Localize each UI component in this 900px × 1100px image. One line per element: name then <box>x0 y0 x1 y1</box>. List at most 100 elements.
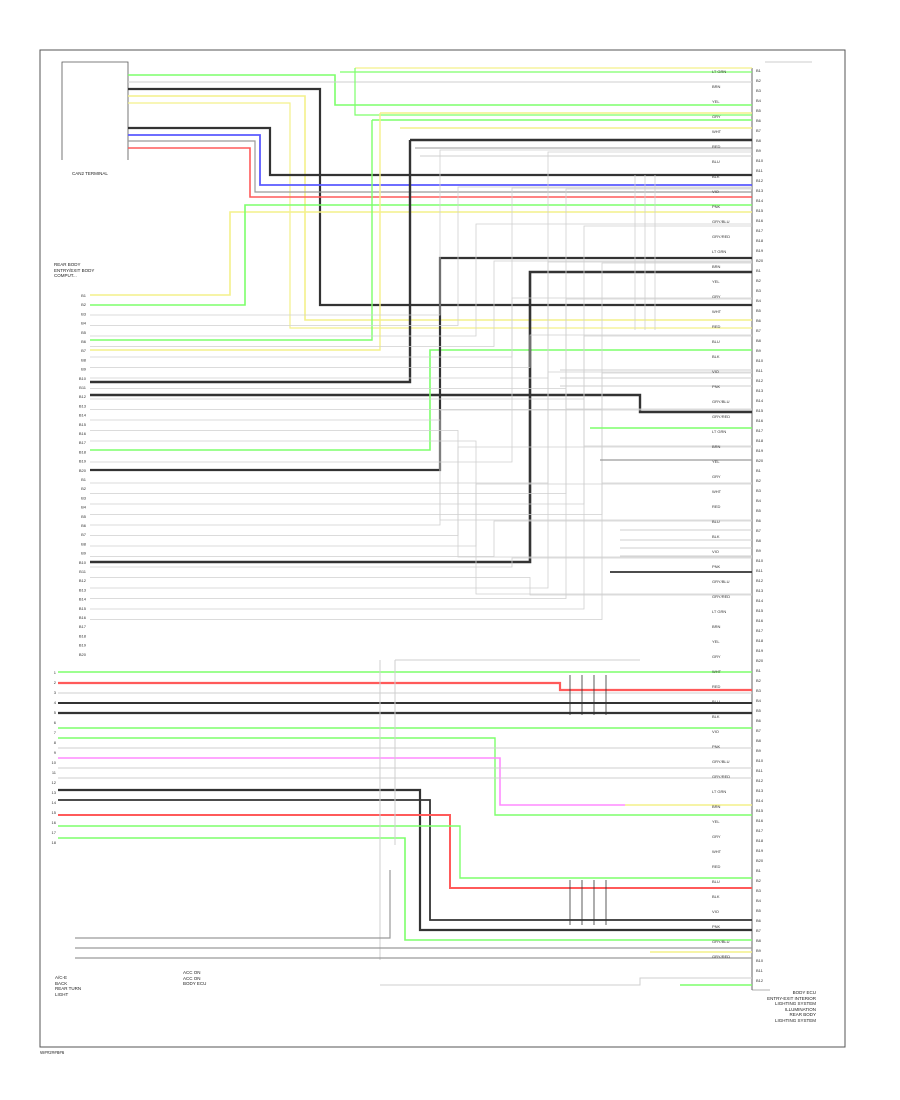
pin-label-6: B6 <box>81 339 87 344</box>
pin-label-80: B2 <box>756 278 762 283</box>
pin-label-139: B1 <box>756 868 762 873</box>
pin-label-123: B5 <box>756 708 762 713</box>
pin-label-84: B6 <box>756 318 762 323</box>
wire-19 <box>90 211 752 296</box>
pin-label-103: B5 <box>756 508 762 513</box>
wire-26 <box>90 270 752 564</box>
pin-label-22: B2 <box>81 486 87 491</box>
wire-51 <box>90 577 752 596</box>
pin-label-187: LT GRN <box>712 609 726 614</box>
wire-40 <box>90 440 752 595</box>
bottom-left-component-label-1: A/C-E BACK REAR TURN LIGHT <box>55 975 82 997</box>
pin-label-54: 14 <box>52 800 57 805</box>
wire-81 <box>58 825 752 879</box>
pin-label-201: YEL <box>712 819 720 824</box>
pin-label-51: 11 <box>52 770 57 775</box>
wire-80 <box>58 814 752 889</box>
wire-20 <box>90 204 752 306</box>
pin-label-60: B2 <box>756 78 762 83</box>
pin-label-45: 5 <box>54 710 57 715</box>
wire-78 <box>58 788 752 932</box>
pin-label-193: BLU <box>712 699 720 704</box>
pin-label-158: BLK <box>712 174 720 179</box>
pin-label-174: GRY/RED <box>712 414 730 419</box>
pin-label-72: B14 <box>756 198 764 203</box>
pin-label-90: B12 <box>756 378 764 383</box>
pin-label-172: PNK <box>712 384 721 389</box>
pin-label-164: BRN <box>712 264 721 269</box>
pin-label-148: B10 <box>756 958 764 963</box>
pin-label-79: B1 <box>756 268 762 273</box>
pin-label-49: 9 <box>54 750 57 755</box>
pin-label-44: 4 <box>54 700 57 705</box>
pin-label-183: VIO <box>712 549 719 554</box>
pin-label-35: B15 <box>79 606 87 611</box>
pin-label-55: 15 <box>52 810 57 815</box>
pin-label-140: B2 <box>756 878 762 883</box>
pin-label-16: B16 <box>79 431 87 436</box>
wire-36 <box>90 398 752 447</box>
pin-label-125: B7 <box>756 728 762 733</box>
pin-label-58: 18 <box>52 840 57 845</box>
pin-label-105: B7 <box>756 528 762 533</box>
pin-label-64: B6 <box>756 118 762 123</box>
diagram-frame <box>39 49 846 1048</box>
pin-label-160: PNK <box>712 204 721 209</box>
pin-label-112: B14 <box>756 598 764 603</box>
pin-label-11: B11 <box>79 385 87 390</box>
pin-label-78: B20 <box>756 258 764 263</box>
wire-82 <box>58 837 752 941</box>
pin-label-129: B11 <box>756 768 764 773</box>
pin-label-124: B6 <box>756 718 762 723</box>
pin-label-145: B7 <box>756 928 762 933</box>
wire-54 <box>90 225 752 610</box>
pin-label-113: B15 <box>756 608 764 613</box>
pin-label-53: 13 <box>52 790 57 795</box>
pin-label-102: B4 <box>756 498 762 503</box>
wire-86 <box>75 870 391 939</box>
pin-label-39: B19 <box>79 643 87 648</box>
pin-label-162: GRY/RED <box>712 234 730 239</box>
pin-label-93: B15 <box>756 408 764 413</box>
pin-label-188: BRN <box>712 624 721 629</box>
pin-label-57: 17 <box>52 830 57 835</box>
pin-label-127: B9 <box>756 748 762 753</box>
pin-label-191: WHT <box>712 669 722 674</box>
pin-label-61: B3 <box>756 88 762 93</box>
pin-label-32: B12 <box>79 578 87 583</box>
pin-label-146: B8 <box>756 938 762 943</box>
pin-label-159: VIO <box>712 189 719 194</box>
pin-label-202: GRY <box>712 834 721 839</box>
bottom-left-component-label-2: ACC ON ACC ON BODY ECU <box>183 970 207 986</box>
wire-25 <box>90 256 752 472</box>
wire-9 <box>128 147 752 198</box>
pin-label-62: B4 <box>756 98 762 103</box>
pin-label-75: B17 <box>756 228 764 233</box>
pin-label-175: LT GRN <box>712 429 726 434</box>
pin-label-20: B20 <box>79 468 87 473</box>
pin-label-67: B9 <box>756 148 762 153</box>
pin-label-207: VIO <box>712 909 719 914</box>
pin-label-18: B18 <box>79 449 87 454</box>
pin-label-165: YEL <box>712 279 720 284</box>
wire-48 <box>90 483 752 547</box>
pin-label-69: B11 <box>756 168 764 173</box>
pin-label-82: B4 <box>756 298 762 303</box>
pin-label-200: BRN <box>712 804 721 809</box>
pin-label-161: GRY/BLU <box>712 219 730 224</box>
pin-label-126: B8 <box>756 738 762 743</box>
pin-label-154: GRY <box>712 114 721 119</box>
pin-label-198: GRY/RED <box>712 774 730 779</box>
pin-label-208: PNK <box>712 924 721 929</box>
pin-label-34: B14 <box>79 597 87 602</box>
pin-label-197: GRY/BLU <box>712 759 730 764</box>
pin-label-181: BLU <box>712 519 720 524</box>
pin-label-48: 8 <box>54 740 57 745</box>
pin-label-19: B19 <box>79 459 87 464</box>
pin-label-119: B1 <box>756 668 762 673</box>
pin-label-137: B19 <box>756 848 764 853</box>
wire-23 <box>90 393 752 414</box>
wire-4 <box>128 95 752 321</box>
wire-33 <box>90 334 752 368</box>
pin-label-157: BLU <box>712 159 720 164</box>
